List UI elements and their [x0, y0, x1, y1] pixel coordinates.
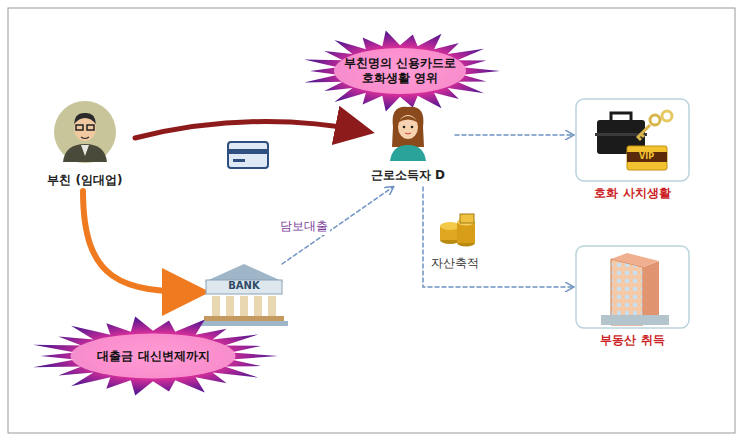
result-box: 호화 사치생활 — [575, 98, 690, 204]
node-label: 부친명의 신용카드로 호화생활 영위 — [338, 56, 462, 86]
flow-arrow — [423, 187, 573, 287]
bank-illustration — [200, 262, 288, 326]
flow-arrow — [455, 134, 573, 136]
edge-label: 자산축적 — [429, 255, 481, 272]
edge-label: 담보대출 — [278, 218, 330, 235]
credit-card-icon — [228, 142, 268, 168]
bank-node: BANK — [200, 262, 288, 326]
frame-border — [8, 8, 735, 433]
node-label: 부친 (임대업) — [35, 173, 135, 188]
result-box: 부동산 취득 — [575, 245, 690, 351]
person-node: 부친 (임대업) — [35, 100, 135, 188]
card-label: VIP — [639, 152, 654, 161]
flow-arrow — [135, 122, 365, 138]
person-node: 근로소득자 D — [365, 105, 451, 183]
coins-icon — [440, 214, 475, 247]
node-label: 부동산 취득 — [575, 333, 690, 348]
starburst-callout: 대출금 대신변제까지 — [28, 316, 278, 396]
node-label: 대출금 대신변제까지 — [76, 349, 231, 364]
flow-arrow — [83, 191, 198, 292]
node-label: BANK — [200, 280, 288, 293]
starburst-callout: 부친명의 신용카드로 호화생활 영위 — [300, 30, 500, 112]
node-label: 호화 사치생활 — [575, 186, 690, 201]
node-label: 근로소득자 D — [365, 168, 451, 183]
